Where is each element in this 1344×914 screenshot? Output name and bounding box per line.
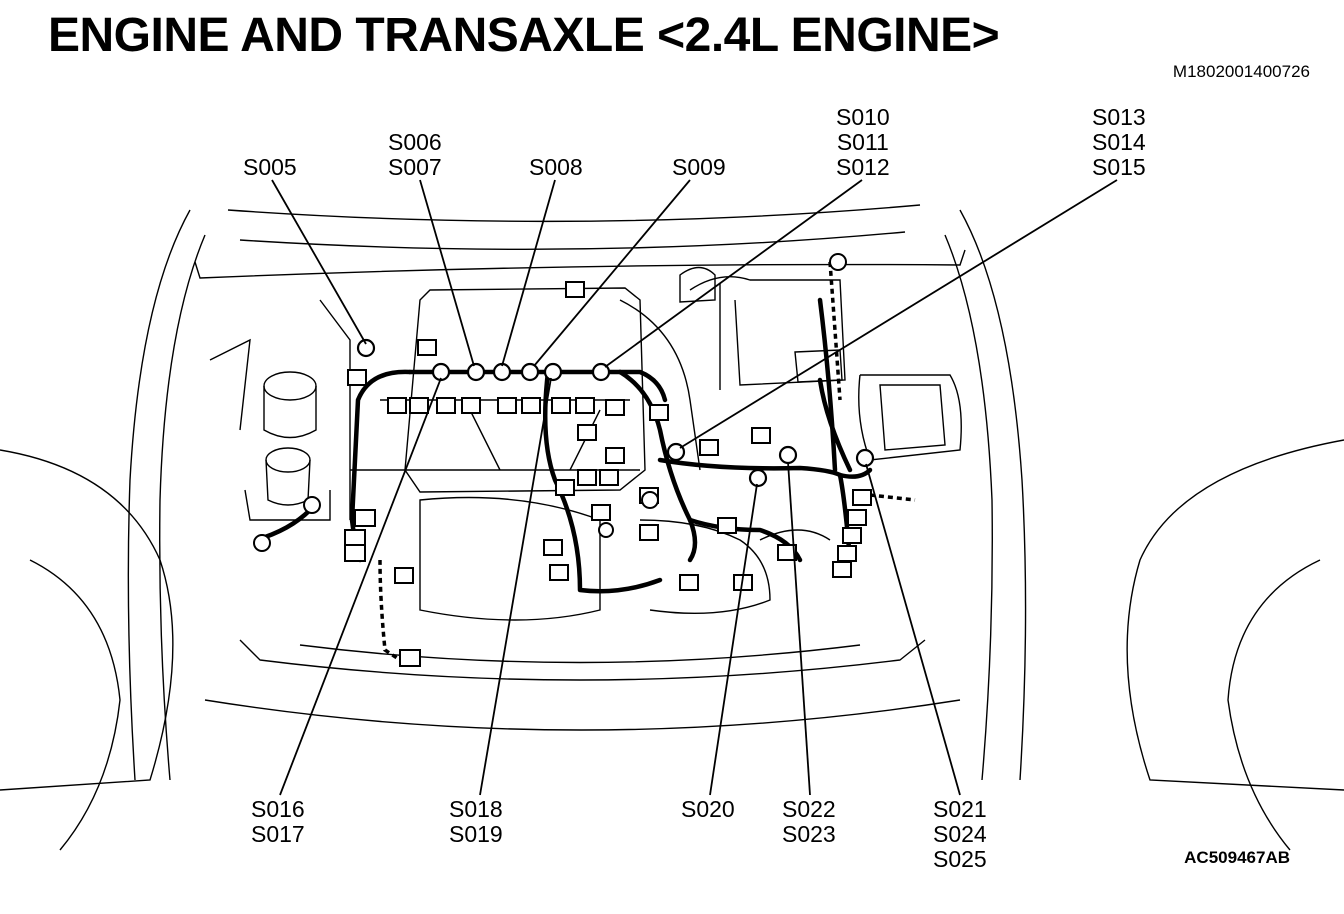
leader-lines bbox=[271, 179, 1118, 796]
document-id: M1802001400726 bbox=[1172, 62, 1310, 81]
page-title: ENGINE AND TRANSAXLE <2.4L ENGINE> bbox=[48, 9, 1000, 62]
splice-s018 bbox=[543, 362, 563, 382]
splice-s016 bbox=[431, 362, 451, 382]
splice-s022 bbox=[778, 445, 798, 465]
splice-s010 bbox=[591, 362, 611, 382]
connectors bbox=[253, 253, 872, 667]
body-outline bbox=[0, 204, 1344, 851]
splice-s008 bbox=[492, 362, 512, 382]
callout-s008: S008 bbox=[529, 154, 583, 180]
callout-s020: S020 bbox=[681, 796, 735, 822]
callout-s005: S005 bbox=[243, 154, 297, 180]
callout-s009: S009 bbox=[672, 154, 726, 180]
splice-s006 bbox=[466, 362, 486, 382]
figure-id: AC509467AB bbox=[1184, 848, 1290, 867]
splice-s021 bbox=[855, 448, 875, 468]
splice-s020 bbox=[748, 468, 768, 488]
splice-points bbox=[356, 338, 875, 488]
splice-s009 bbox=[520, 362, 540, 382]
splice-s005 bbox=[356, 338, 376, 358]
